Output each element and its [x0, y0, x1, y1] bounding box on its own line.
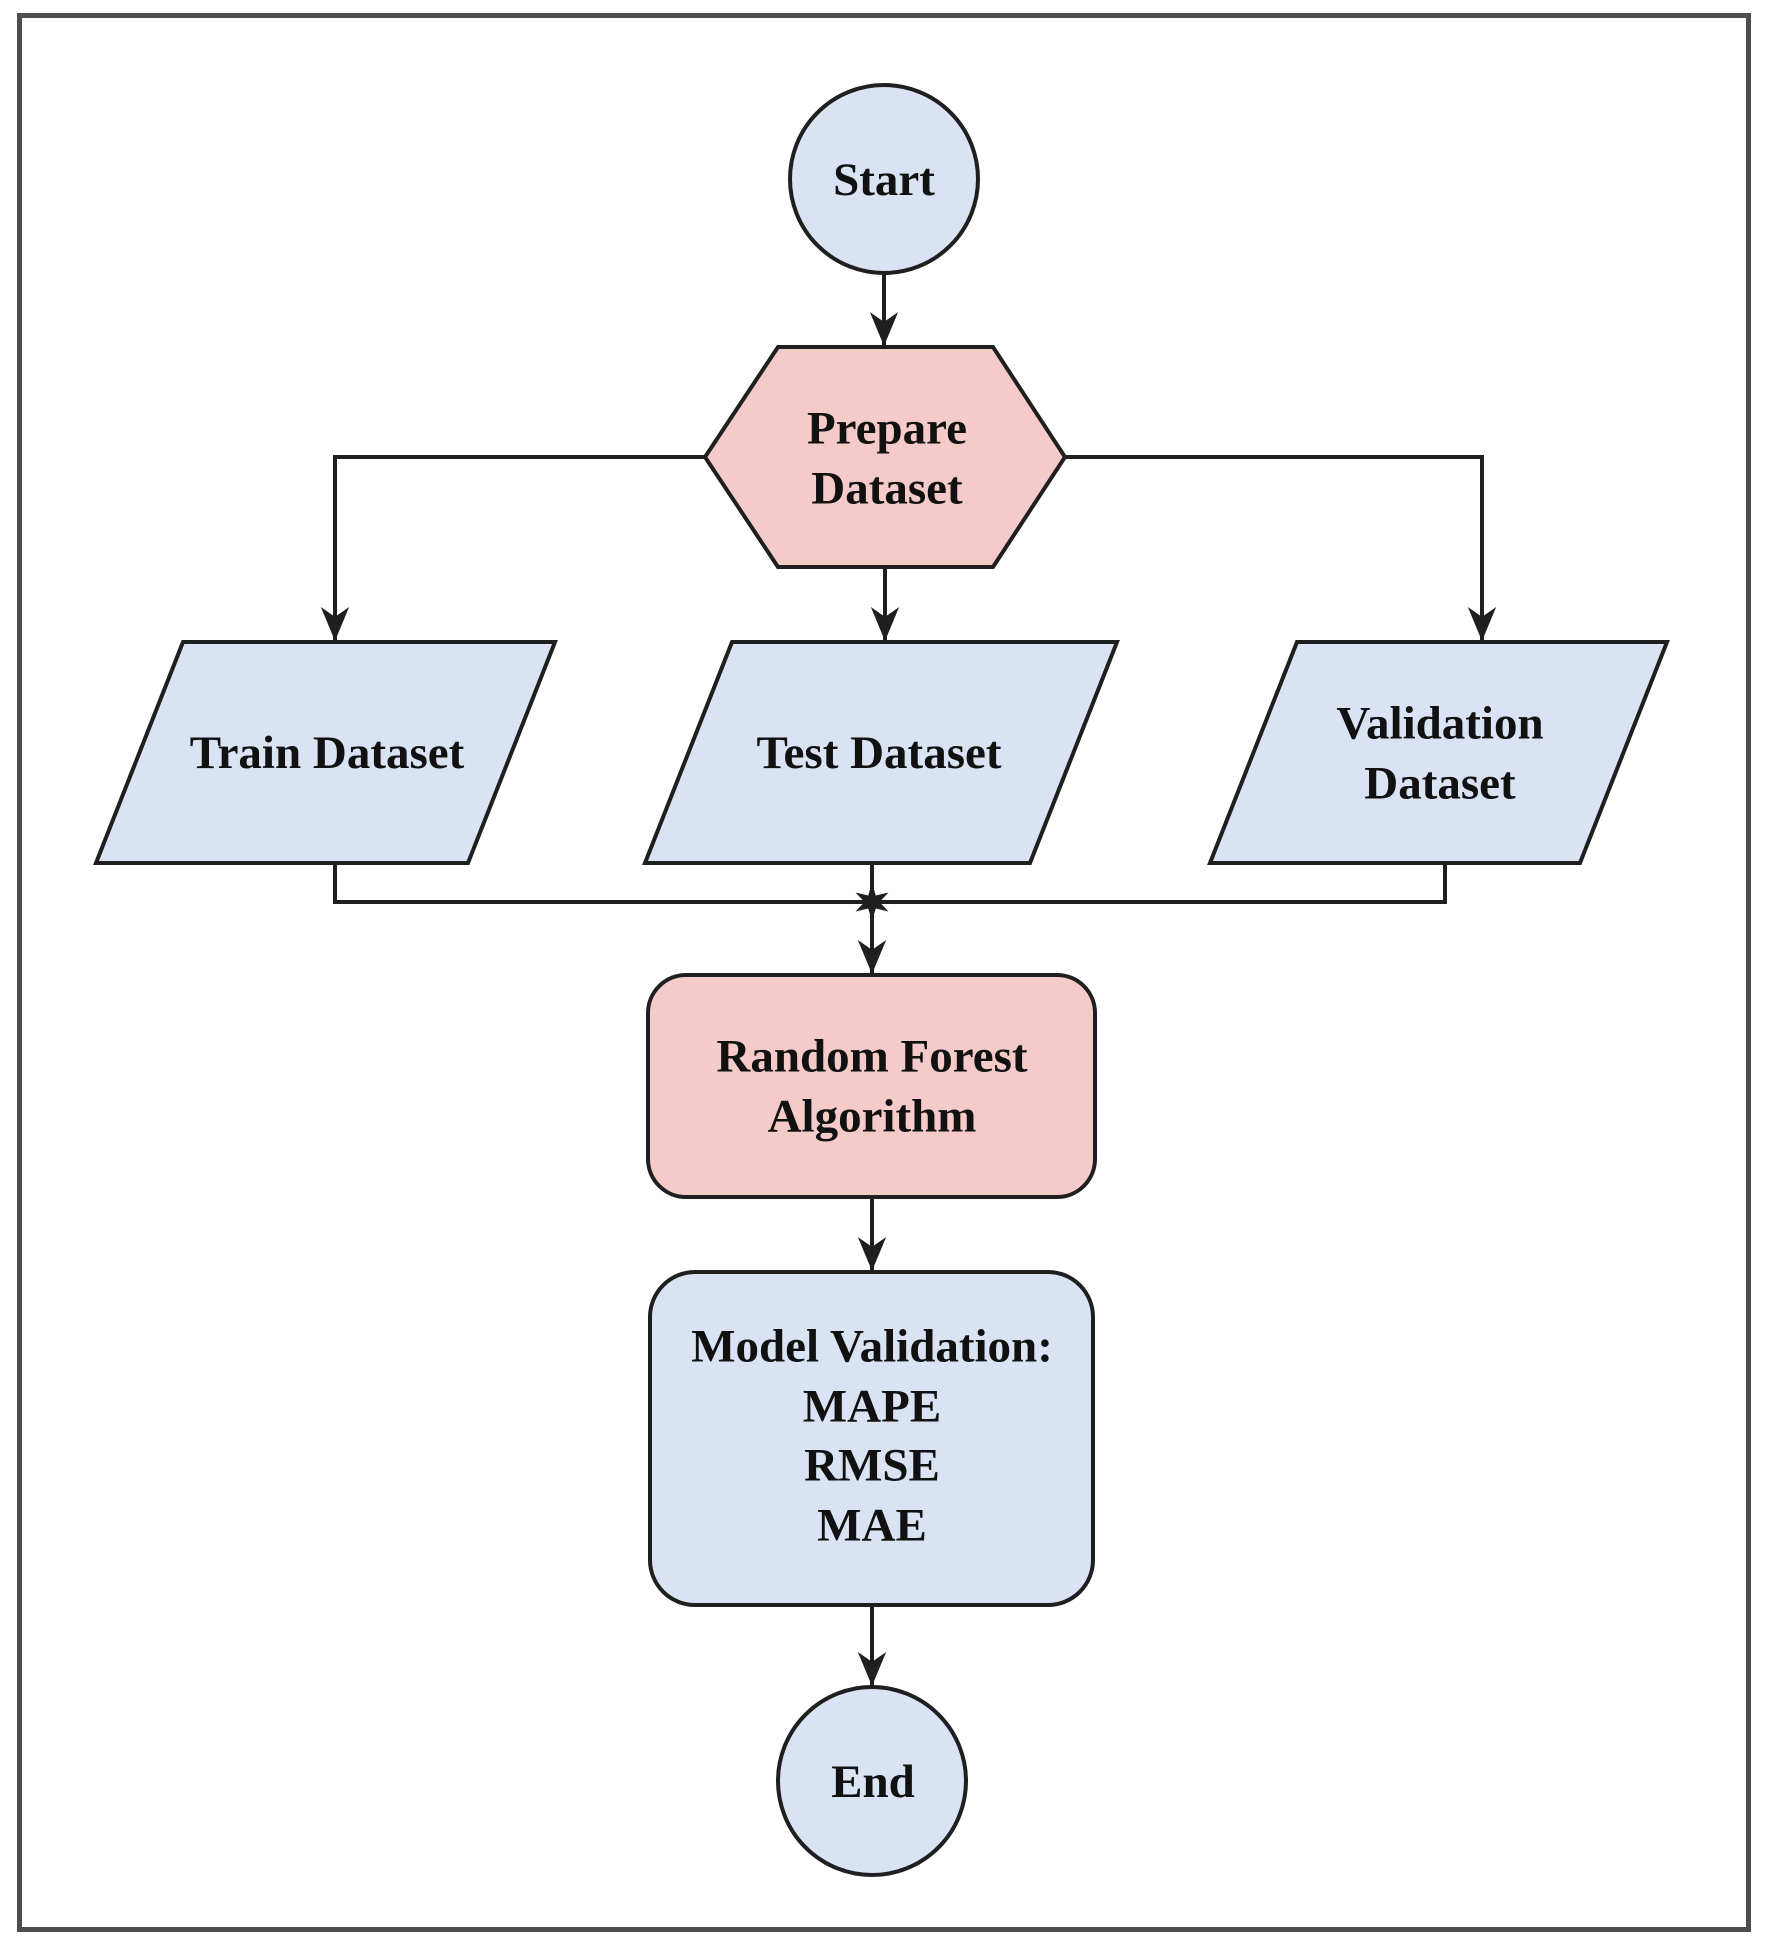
edge-prepare-to-train	[320, 455, 705, 641]
node-end	[776, 1685, 968, 1877]
random-forest-algorithm-label: Random Forest Algorithm	[716, 1030, 1028, 1142]
node-model-validation	[648, 1270, 1095, 1607]
diagram-border	[17, 13, 1751, 1932]
validation-dataset-label: Validation Dataset	[1336, 697, 1544, 809]
node-start	[788, 83, 980, 275]
node-random-forest-algorithm	[646, 973, 1097, 1199]
node-prepare-dataset	[702, 345, 1068, 569]
end-label: End	[831, 1756, 915, 1809]
model-validation-label: Model Validation: MAPE RMSE MAE	[691, 1320, 1053, 1552]
prepare-dataset-label: Prepare Dataset	[806, 402, 968, 514]
edge-prepare-to-validation	[1065, 455, 1497, 641]
node-test-dataset	[642, 640, 1120, 865]
node-train-dataset	[93, 640, 558, 865]
train-dataset-label: Train Dataset	[189, 727, 465, 780]
edge-collector-line	[333, 863, 1447, 904]
merge-star-junction	[855, 883, 889, 921]
start-label: Start	[833, 154, 935, 207]
test-dataset-label: Test Dataset	[756, 727, 1002, 780]
node-validation-dataset	[1207, 640, 1670, 865]
